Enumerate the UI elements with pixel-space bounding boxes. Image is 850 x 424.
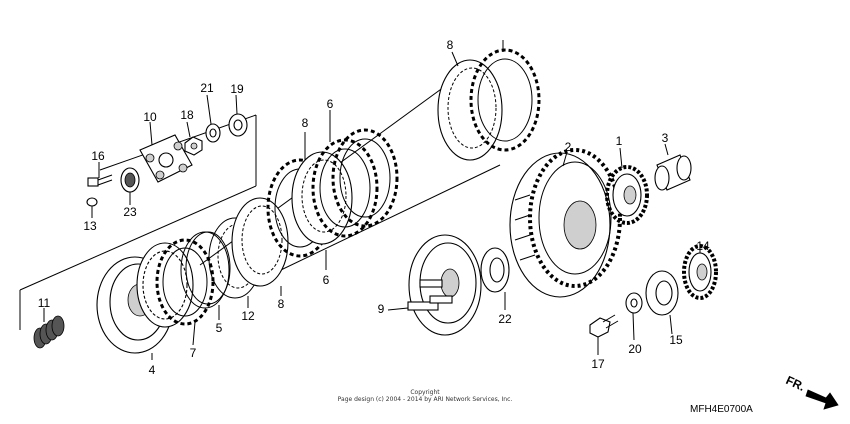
part-label-15[interactable]: 15: [669, 333, 683, 347]
clutch-plate-stack-top: [437, 48, 541, 161]
part-label-18[interactable]: 18: [180, 108, 194, 122]
part-label-6b[interactable]: 6: [323, 273, 330, 287]
clutch-plate-part-8-lower: [231, 197, 289, 287]
part-label-11[interactable]: 11: [38, 296, 51, 310]
lifter-plate-part: [139, 134, 193, 183]
washer-part-19: [228, 113, 248, 137]
part-label-9[interactable]: 9: [378, 302, 385, 316]
part-label-20[interactable]: 20: [628, 342, 642, 356]
bearing-part: [120, 167, 140, 193]
bolt-part-17: [589, 314, 619, 338]
front-label: FR.: [784, 373, 807, 394]
clutch-outer-part: [509, 148, 622, 298]
part-label-22[interactable]: 22: [498, 312, 512, 326]
part-label-3[interactable]: 3: [662, 131, 669, 145]
part-label-7[interactable]: 7: [190, 346, 197, 360]
washer-part-21: [205, 123, 221, 143]
washer-part-20: [625, 292, 643, 314]
thrust-washer-part-22: [480, 247, 510, 293]
pressure-plate-part: [96, 242, 194, 354]
copyright-line: Page design (c) 2004 - 2014 by ARI Netwo…: [338, 396, 513, 403]
catalog-code: MFH4E0700A: [690, 404, 753, 415]
nut-part-18: [184, 136, 203, 156]
part-label-17[interactable]: 17: [591, 357, 605, 371]
part-label-8b[interactable]: 8: [302, 116, 309, 130]
part-label-4[interactable]: 4: [149, 363, 156, 377]
pin-part-13: [86, 197, 98, 207]
part-label-21[interactable]: 21: [200, 81, 214, 95]
part-label-6a[interactable]: 6: [327, 97, 334, 111]
part-label-12[interactable]: 12: [241, 309, 255, 323]
lock-washer-part-15: [645, 270, 679, 316]
clutch-center-part: [407, 234, 482, 336]
front-direction-indicator: FR.: [784, 373, 839, 410]
gear-part-14: [682, 244, 718, 300]
part-label-14[interactable]: 14: [696, 239, 710, 253]
part-label-16[interactable]: 16: [91, 149, 105, 163]
part-label-8c[interactable]: 8: [278, 297, 285, 311]
part-label-2[interactable]: 2: [565, 140, 572, 154]
leader-lines: [43, 40, 701, 360]
part-number-labels: 1 2 3 4 5 6 6 7 8 8 8 9 10 11 12 13 14 1…: [38, 38, 710, 377]
part-label-10[interactable]: 10: [143, 110, 157, 124]
part-label-19[interactable]: 19: [230, 82, 244, 96]
clutch-plate-stack-middle: [266, 128, 399, 258]
bolt-part-16: [87, 174, 113, 187]
part-label-1[interactable]: 1: [616, 134, 623, 148]
front-arrow-icon: [805, 389, 839, 410]
part-label-13[interactable]: 13: [83, 219, 97, 233]
part-label-23[interactable]: 23: [123, 205, 137, 219]
copyright-title: Copyright: [410, 389, 440, 396]
collar-part: [654, 154, 692, 191]
part-label-5[interactable]: 5: [216, 321, 223, 335]
part-label-8a[interactable]: 8: [447, 38, 454, 52]
wire-ring-part: [180, 231, 231, 309]
gear-part-1: [605, 165, 649, 225]
spring-stack-part: [33, 315, 65, 349]
